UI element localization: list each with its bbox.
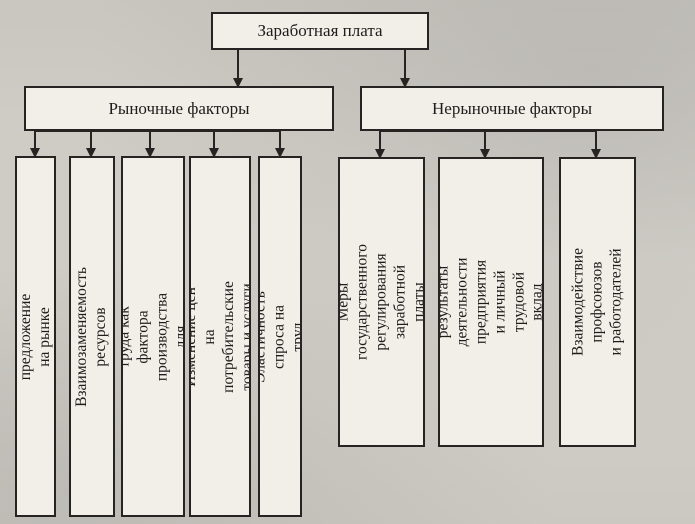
- group-market-label: Рыночные факторы: [108, 98, 250, 118]
- factor-label: Спрос и предложение на рынке труда: [16, 293, 53, 380]
- factor-label: Взаимозаменяемость ресурсов: [73, 266, 109, 407]
- factor-box-nonmarket-1: Меры государственного регулирования зара…: [338, 157, 425, 447]
- factor-label: Конечные результаты деятельности предпри…: [438, 257, 544, 347]
- factor-box-market-3: Полезность труда как фактора производств…: [121, 156, 185, 517]
- group-nonmarket-label: Нерыночные факторы: [432, 98, 592, 118]
- factor-box-market-5: Эластичность спроса на труд: [258, 156, 302, 517]
- factor-box-nonmarket-2: Конечные результаты деятельности предпри…: [438, 157, 544, 447]
- factor-label: Взаимодействие профсоюзов и работодателе…: [569, 248, 624, 356]
- root-node: Заработная плата: [211, 12, 429, 50]
- factor-box-market-1: Спрос и предложение на рынке труда: [15, 156, 56, 517]
- factor-label: Эластичность спроса на труд: [258, 290, 302, 383]
- factor-label: Меры государственного регулирования зара…: [338, 244, 425, 360]
- root-label: Заработная плата: [257, 21, 383, 40]
- factor-label: Полезность труда как фактора производств…: [121, 292, 185, 381]
- group-market: Рыночные факторы: [24, 86, 334, 131]
- factor-box-market-2: Взаимозаменяемость ресурсов: [69, 156, 115, 517]
- factor-box-nonmarket-3: Взаимодействие профсоюзов и работодателе…: [559, 157, 636, 447]
- factor-box-market-4: Изменение цен на потребительские товары …: [189, 156, 251, 517]
- group-nonmarket: Нерыночные факторы: [360, 86, 664, 131]
- factor-label: Изменение цен на потребительские товары …: [189, 280, 251, 393]
